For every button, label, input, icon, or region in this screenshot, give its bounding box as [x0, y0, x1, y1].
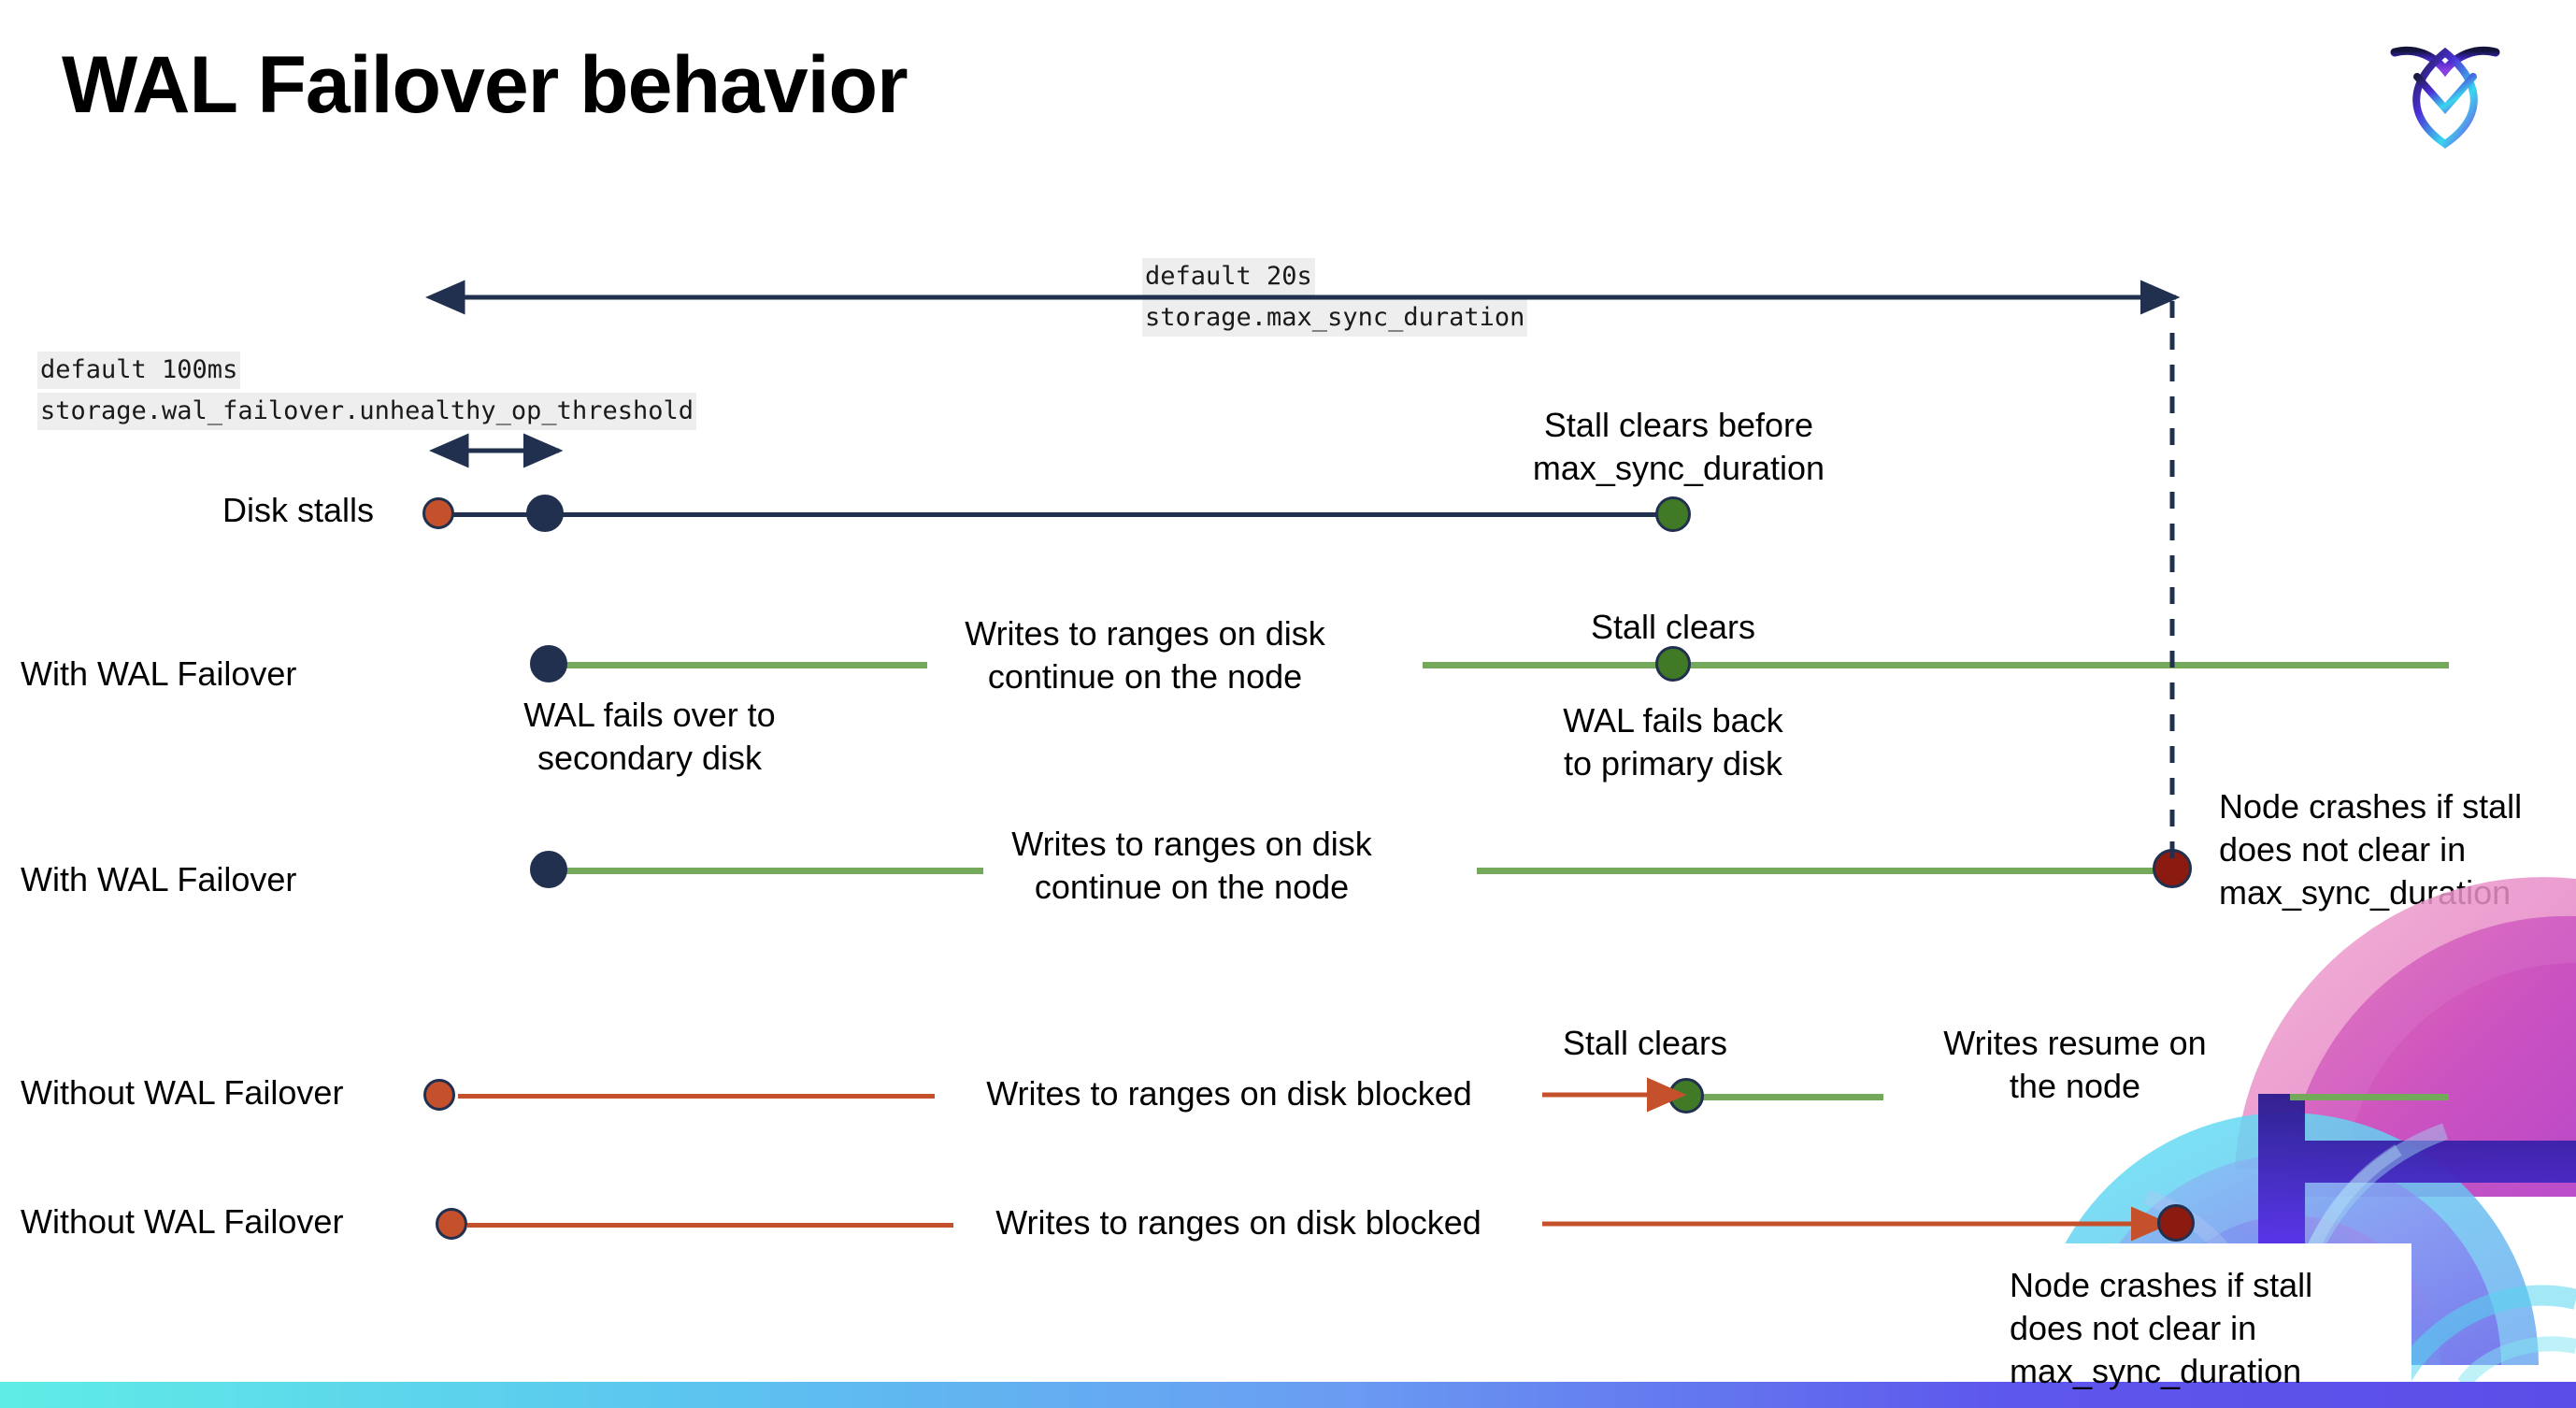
row-label-disk-stalls: Disk stalls: [222, 491, 375, 529]
wal-failover-2-crash-dot: [2153, 849, 2192, 888]
without-wal-1-start-dot: [423, 1079, 455, 1111]
disk-stalls-clear-dot: [1655, 496, 1691, 532]
wal-failover-1-segment-b: [1423, 662, 2449, 668]
without-wal-2-start-dot: [436, 1208, 467, 1240]
page-title: WAL Failover behavior: [62, 40, 909, 130]
annot-stall-clears-1: Stall clears: [1590, 608, 1756, 646]
max-sync-duration-default-chip: default 20s: [1142, 258, 1315, 296]
unhealthy-op-threshold-default-chip: default 100ms: [37, 352, 241, 390]
wal-failover-2-start-dot: [530, 851, 567, 888]
row-label-with-wal-failover-2: With WAL Failover: [21, 860, 297, 898]
wal-failover-1-start-dot: [530, 645, 567, 682]
disk-stalls-timeline-line: [439, 512, 1673, 517]
node-crash-callout-card: [1944, 1243, 2411, 1408]
disk-stalls-start-dot: [422, 497, 454, 529]
without-wal-1-clear-dot: [1668, 1078, 1704, 1113]
cockroachdb-logo-icon: [2389, 28, 2501, 150]
without-wal-1-segment-green-tail: [2290, 1094, 2449, 1100]
max-sync-duration-name-chip: storage.max_sync_duration: [1142, 299, 1528, 338]
without-wal-2-crash-dot: [2157, 1204, 2195, 1242]
row-label-with-wal-failover-1: With WAL Failover: [21, 654, 297, 693]
bottom-accent-bar: [0, 1382, 2576, 1408]
disk-stalls-threshold-dot: [526, 495, 564, 532]
without-wal-1-segment-red-a: [458, 1094, 935, 1099]
annot-writes-blocked-1: Writes to ranges on disk blocked: [986, 1074, 1472, 1113]
without-wal-2-segment-red-a: [467, 1223, 953, 1228]
annot-stall-clears-2: Stall clears: [1562, 1024, 1728, 1062]
unhealthy-op-threshold-name-chip: storage.wal_failover.unhealthy_op_thresh…: [37, 393, 696, 431]
wal-failover-2-segment-b: [1477, 868, 2168, 874]
row-label-without-wal-failover-1: Without WAL Failover: [21, 1073, 344, 1112]
annot-writes-blocked-2: Writes to ranges on disk blocked: [995, 1203, 1481, 1242]
wal-failover-2-segment-a: [553, 868, 983, 874]
wal-failover-1-segment-a: [553, 662, 927, 668]
row-label-without-wal-failover-2: Without WAL Failover: [21, 1202, 344, 1241]
without-wal-1-segment-green: [1696, 1094, 1883, 1100]
wal-failover-1-clear-dot: [1655, 646, 1691, 682]
